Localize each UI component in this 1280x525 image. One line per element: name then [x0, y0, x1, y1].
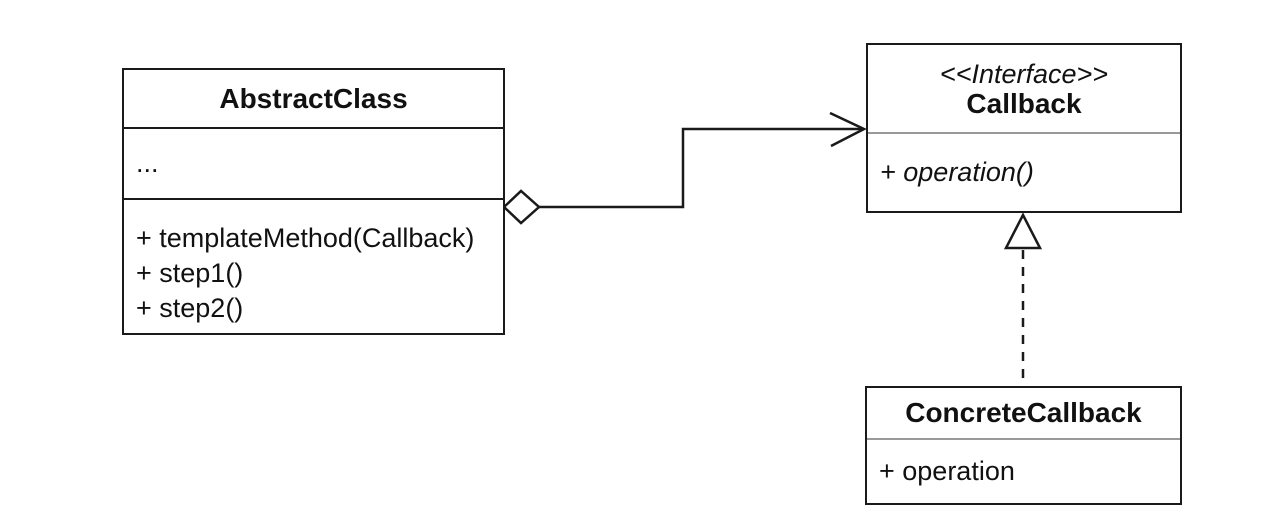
- class-box-concrete-callback: ConcreteCallback + operation: [865, 386, 1182, 505]
- interface-title: Callback: [966, 87, 1082, 119]
- realization-triangle: [1003, 212, 1043, 250]
- attributes-compartment: ...: [124, 129, 503, 200]
- method-item: + step2(): [136, 293, 244, 323]
- class-box-abstract-class: AbstractClass ... + templateMethod(Callb…: [122, 68, 505, 335]
- class-title-compartment: AbstractClass: [124, 70, 503, 129]
- stereotype-label: <<Interface>>: [939, 58, 1109, 89]
- method-item: + step1(): [136, 258, 244, 288]
- interface-box-callback: <<Interface>> Callback + operation(): [866, 43, 1182, 213]
- class-title: AbstractClass: [219, 82, 408, 114]
- open-arrowhead: [829, 111, 867, 148]
- interface-title-compartment: <<Interface>> Callback: [868, 45, 1180, 134]
- aggregation-connector-line: [539, 127, 862, 209]
- attribute-item: ...: [136, 148, 159, 178]
- methods-compartment: + templateMethod(Callback) + step1() + s…: [124, 200, 503, 333]
- class-title-compartment: ConcreteCallback: [867, 388, 1180, 440]
- methods-compartment: + operation(): [868, 134, 1180, 211]
- method-item: + operation(): [880, 157, 1034, 187]
- method-item: + operation: [879, 456, 1015, 486]
- methods-compartment: + operation: [867, 440, 1180, 503]
- class-title: ConcreteCallback: [905, 397, 1142, 428]
- aggregation-diamond: [502, 189, 541, 225]
- method-item: + templateMethod(Callback): [136, 223, 475, 253]
